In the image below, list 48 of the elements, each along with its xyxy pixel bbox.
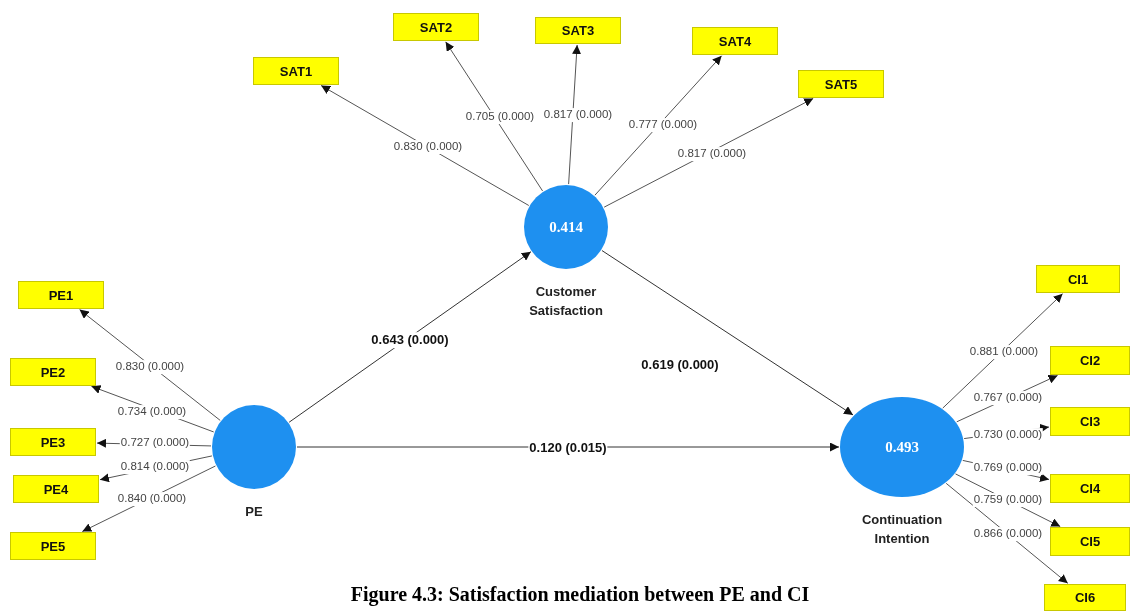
edge-label: 0.730 (0.000) [972,428,1044,442]
indicator-box: PE5 [10,532,96,560]
indicator-box: SAT2 [393,13,479,41]
edge-label: 0.727 (0.000) [119,436,191,450]
indicator-box: CI5 [1050,527,1130,556]
construct-name: Customer Satisfaction [528,283,604,320]
indicator-box: SAT3 [535,17,621,44]
edge-label: 0.817 (0.000) [676,147,748,161]
indicator-box: SAT4 [692,27,778,55]
indicator-box: PE2 [10,358,96,386]
construct-name: PE [244,503,264,521]
indicator-box: CI4 [1050,474,1130,503]
indicator-box: SAT5 [798,70,884,98]
edge-label: 0.777 (0.000) [627,118,699,132]
indicator-box: SAT1 [253,57,339,85]
edge-label: 0.881 (0.000) [968,345,1040,359]
arrow [601,250,854,416]
arrow [594,55,723,196]
edge-label: 0.840 (0.000) [116,492,188,506]
edge-label: 0.120 (0.015) [528,440,608,456]
edge-label: 0.767 (0.000) [972,391,1044,405]
edge-label: 0.705 (0.000) [464,110,536,124]
indicator-box: CI2 [1050,346,1130,375]
edge-label: 0.643 (0.000) [370,332,450,348]
arrow [288,251,532,423]
figure-caption: Figure 4.3: Satisfaction mediation between PE and CI [349,583,811,606]
indicator-box: PE3 [10,428,96,456]
indicator-box: PE1 [18,281,104,309]
construct-name: Continuation Intention [860,511,944,548]
edge-label: 0.830 (0.000) [114,360,186,374]
edge-label: 0.769 (0.000) [972,461,1044,475]
r-squared-value: 0.414 [549,218,583,236]
arrow [320,85,530,206]
edge-label: 0.814 (0.000) [119,460,191,474]
edge-label: 0.830 (0.000) [392,140,464,154]
arrow [445,41,544,192]
r-squared-value: 0.493 [885,438,919,456]
indicator-box: CI1 [1036,265,1120,293]
arrow [79,309,221,421]
edge-label: 0.619 (0.000) [640,357,720,373]
edge-label: 0.866 (0.000) [972,527,1044,541]
indicator-box: PE4 [13,475,99,503]
edge-label: 0.734 (0.000) [116,405,188,419]
edge-label: 0.817 (0.000) [542,108,614,122]
indicator-box: CI6 [1044,584,1126,611]
arrow [568,44,582,185]
edge-label: 0.759 (0.000) [972,493,1044,507]
indicator-box: CI3 [1050,407,1130,436]
